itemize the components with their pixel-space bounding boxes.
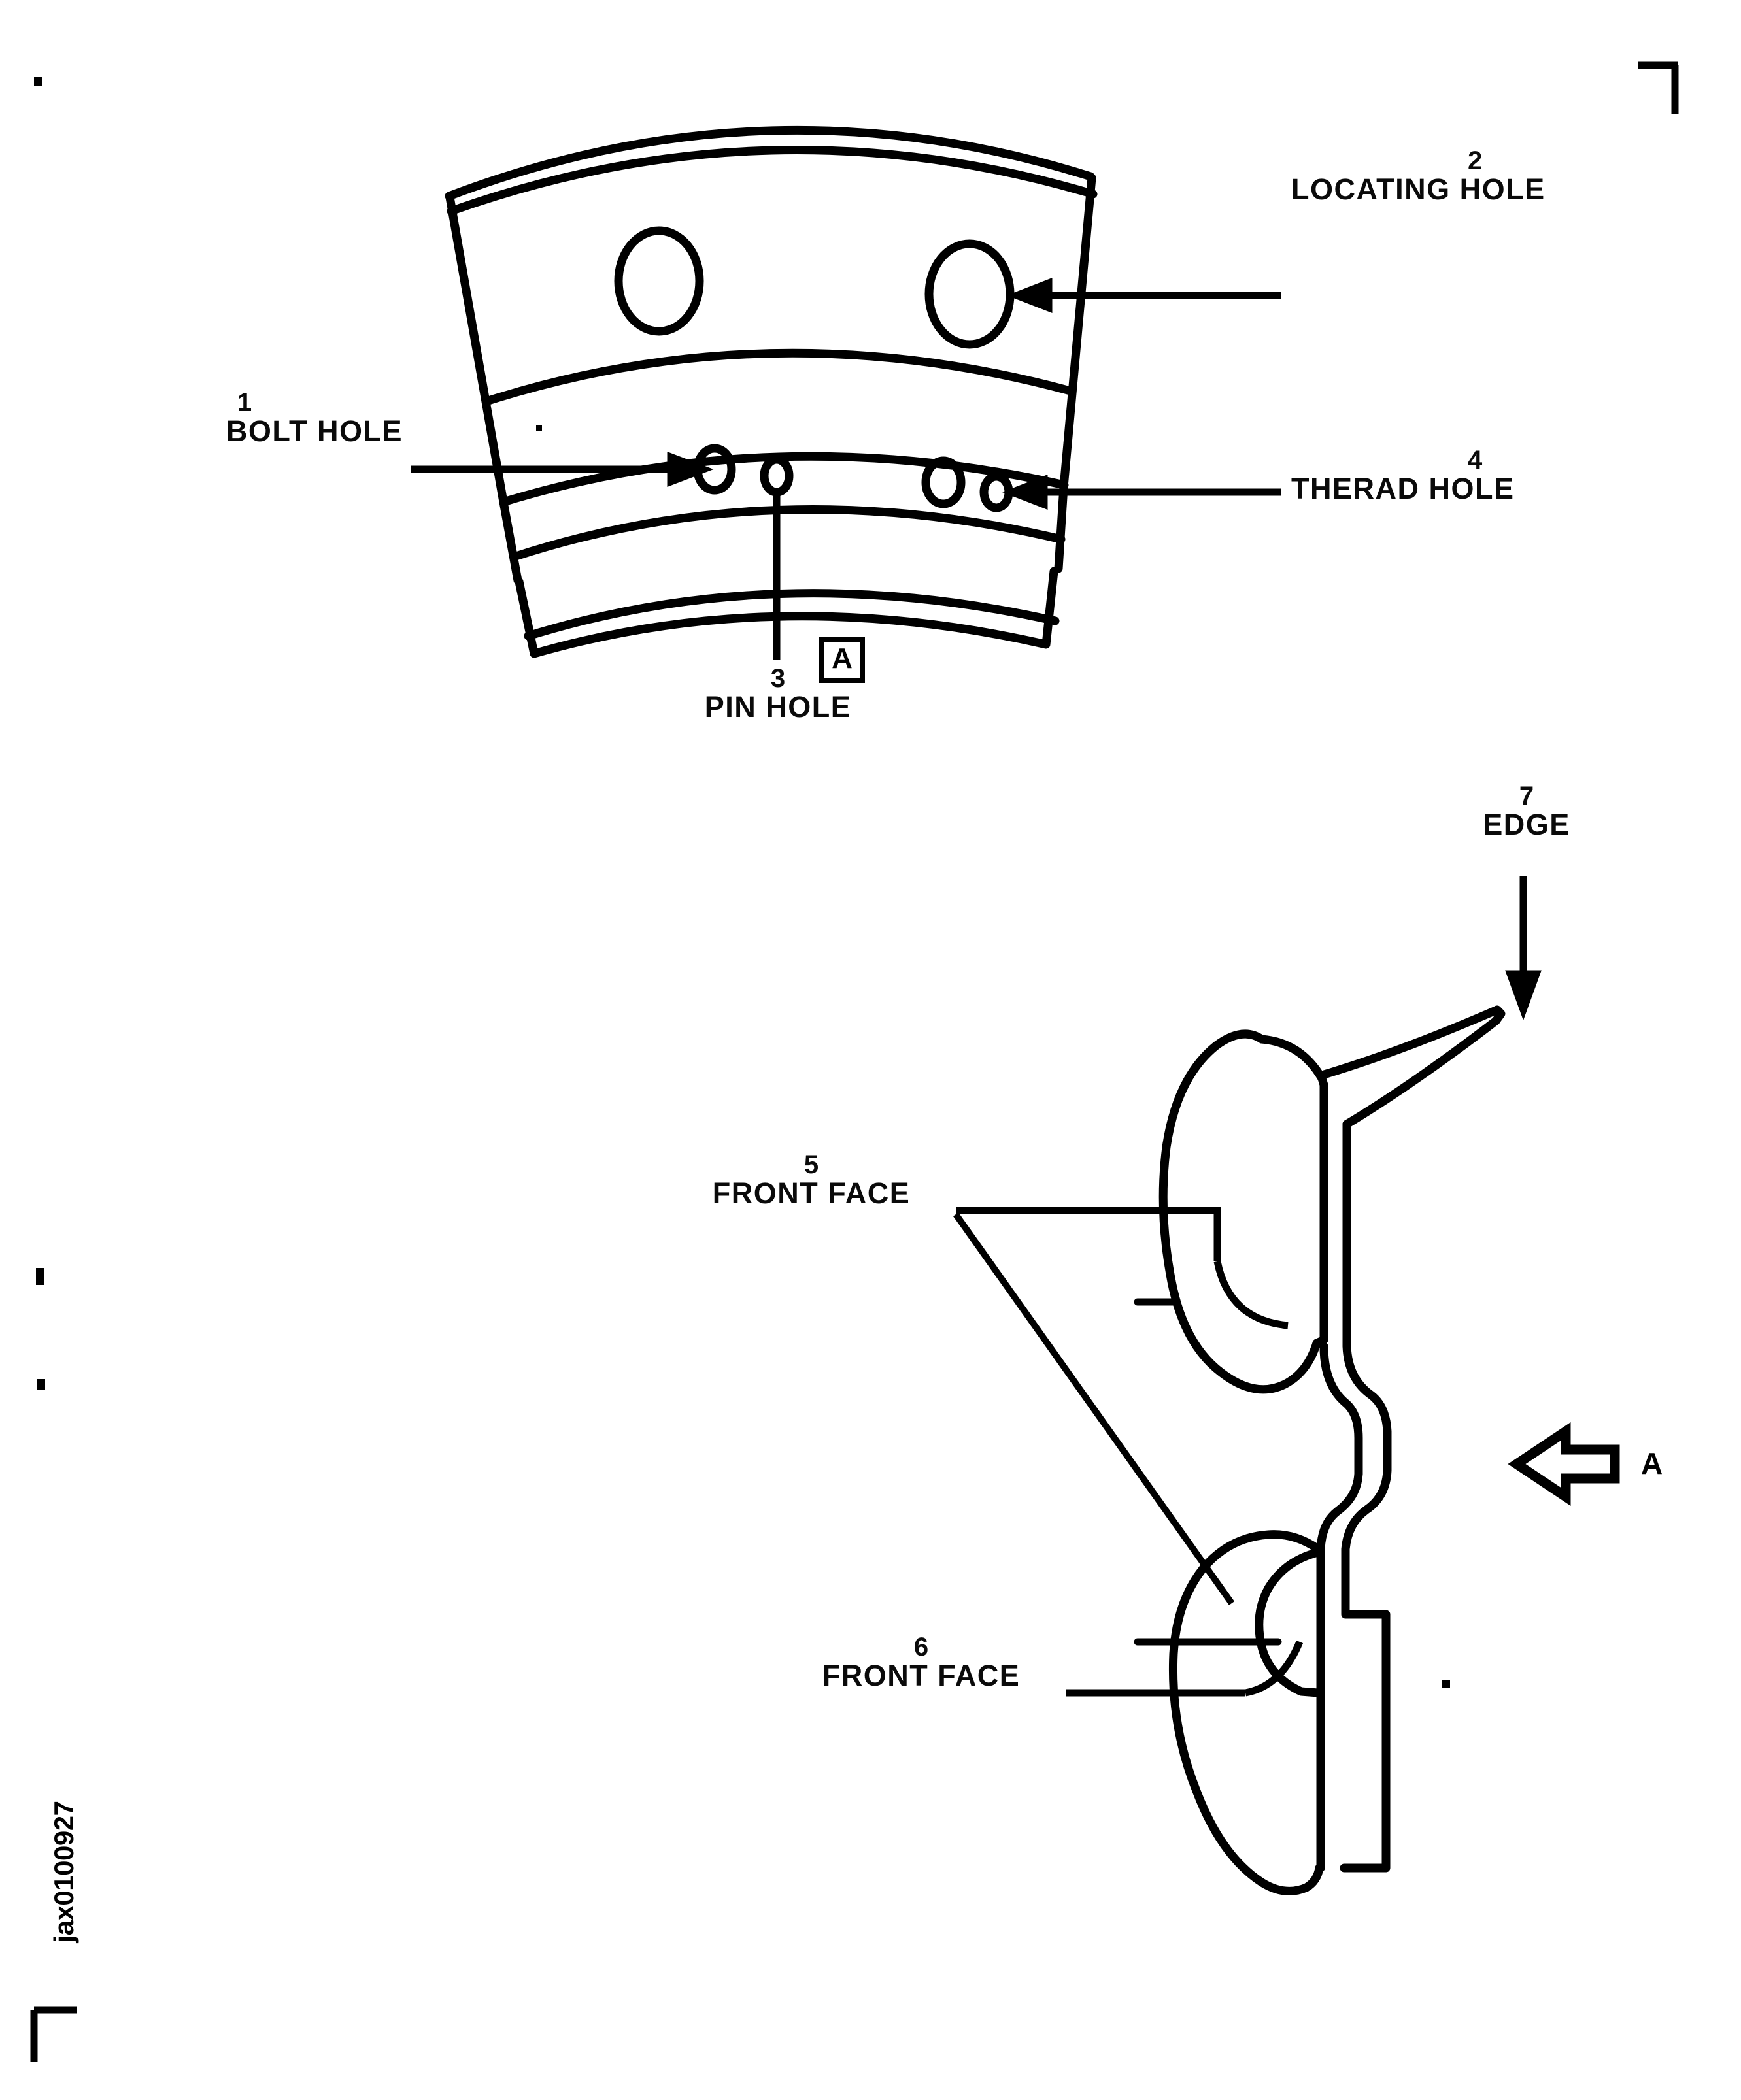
callout-2-locating-hole: 2 LOCATING HOLE bbox=[1291, 148, 1546, 205]
crop-mark-top-right bbox=[1638, 61, 1679, 114]
leader-arrow-therad-hole bbox=[1002, 474, 1048, 510]
leader-arrow-bolt-hole bbox=[667, 452, 714, 487]
segment-band-1 bbox=[482, 348, 1075, 406]
upper-lobe-to-stem bbox=[1312, 1074, 1328, 1348]
blade-upper-surface bbox=[1317, 1005, 1502, 1080]
margin-specks bbox=[34, 77, 1450, 1688]
top-view-segment bbox=[445, 125, 1098, 658]
locating-hole-left bbox=[614, 226, 704, 336]
upper-lobe-right-top bbox=[1257, 1035, 1327, 1083]
callout-2-label: LOCATING HOLE bbox=[1291, 172, 1546, 206]
leader-diagonal-tie bbox=[953, 1212, 1235, 1605]
callout-4-number: 4 bbox=[1468, 446, 1483, 475]
view-direction-letter: A bbox=[1641, 1446, 1663, 1480]
blade-tip-join bbox=[1491, 1005, 1506, 1025]
callout-5-label: FRONT FACE bbox=[712, 1176, 911, 1210]
upper-lobe-outline bbox=[1158, 1029, 1321, 1394]
leader-front-face-6-hook bbox=[1244, 1640, 1304, 1697]
segment-bottom-arc bbox=[515, 567, 1058, 658]
callout-4-therad-hole: 4 THERAD HOLE bbox=[1291, 447, 1515, 504]
callout-1-label: BOLT HOLE bbox=[226, 414, 403, 448]
locating-hole-right bbox=[924, 239, 1015, 349]
segment-outer-rim-lower bbox=[447, 146, 1098, 216]
arrow-a-outline bbox=[1508, 1422, 1620, 1507]
leader-arrow-edge bbox=[1505, 970, 1542, 1021]
figure-id: jax0100927 bbox=[48, 1801, 79, 1943]
pin-hole-left bbox=[760, 455, 794, 497]
callout-7-edge: 7 EDGE bbox=[1428, 783, 1625, 840]
top-view-leaders bbox=[411, 277, 1281, 660]
spine-inner-left bbox=[1316, 1342, 1363, 1873]
segment-right-edge bbox=[1054, 173, 1096, 573]
segment-outer-rim-upper bbox=[445, 125, 1095, 201]
callout-1-bolt-hole: 1 BOLT HOLE bbox=[98, 390, 411, 446]
callout-7-number: 7 bbox=[1519, 782, 1534, 810]
callout-3-pin-hole: 3 PIN HOLE bbox=[660, 665, 896, 722]
callout-3-label: PIN HOLE bbox=[704, 690, 852, 724]
crop-mark-bottom-left bbox=[30, 2006, 77, 2062]
callout-3-number: 3 bbox=[770, 664, 786, 693]
segment-band-4 bbox=[524, 589, 1060, 641]
leader-front-face-5-hook bbox=[1213, 1260, 1289, 1329]
bolt-hole-right bbox=[921, 456, 966, 508]
view-direction-arrow bbox=[1508, 1422, 1620, 1507]
callout-7-label: EDGE bbox=[1483, 807, 1570, 841]
lower-lobe-inner-notch bbox=[1255, 1548, 1323, 1697]
callout-6-front-face: 6 FRONT FACE bbox=[777, 1634, 1066, 1691]
callout-6-label: FRONT FACE bbox=[822, 1658, 1021, 1692]
lower-lobe-outline bbox=[1168, 1530, 1324, 1895]
callout-5-front-face: 5 FRONT FACE bbox=[667, 1152, 956, 1208]
section-view-leaders bbox=[953, 876, 1542, 1697]
section-view-profile bbox=[1134, 1005, 1506, 1895]
callout-2-number: 2 bbox=[1468, 146, 1483, 175]
callout-5-number: 5 bbox=[803, 1150, 819, 1179]
callout-1-number: 1 bbox=[237, 388, 252, 417]
section-marker-a: A bbox=[819, 637, 865, 683]
leader-arrow-locating-hole bbox=[1006, 277, 1053, 314]
blade-lower-surface bbox=[1342, 1016, 1500, 1129]
spine-outer-right bbox=[1340, 1120, 1392, 1873]
segment-left-edge bbox=[445, 193, 522, 585]
callout-6-number: 6 bbox=[913, 1633, 929, 1661]
leader-front-face-5 bbox=[956, 1207, 1221, 1261]
callout-4-label: THERAD HOLE bbox=[1291, 471, 1515, 505]
segment-band-3 bbox=[509, 505, 1066, 561]
